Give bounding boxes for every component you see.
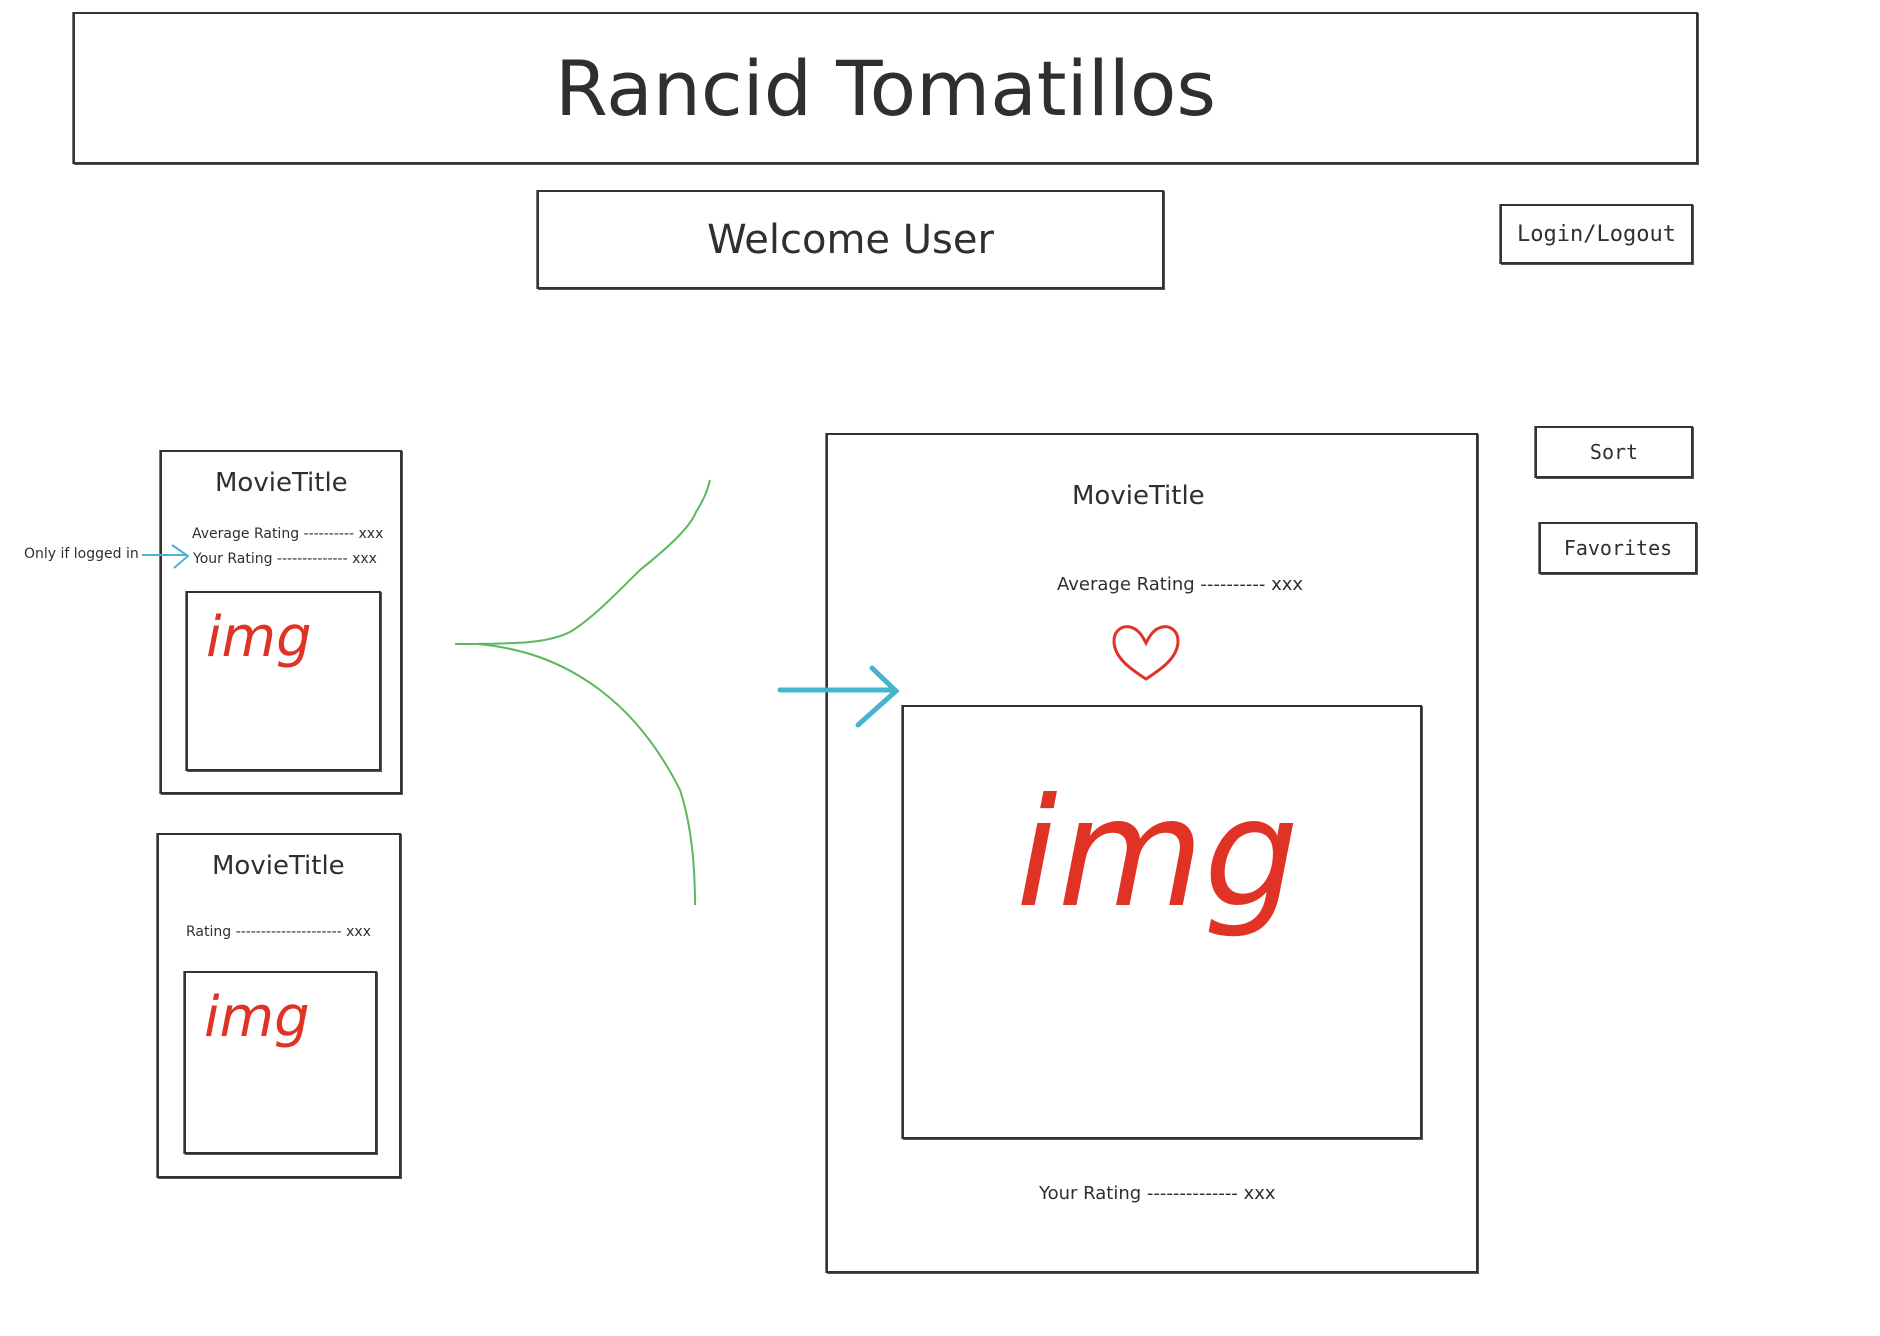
- poster-img-label: img: [204, 985, 310, 1050]
- favorites-button[interactable]: Favorites: [1539, 522, 1697, 574]
- movie-card-title: MovieTitle: [212, 851, 345, 881]
- detail-poster-placeholder: img: [902, 705, 1422, 1139]
- rating-line: Rating --------------------- xxx: [186, 924, 371, 940]
- movie-card-logged-out[interactable]: MovieTitle Rating --------------------- …: [157, 833, 401, 1178]
- poster-img-label: img: [206, 605, 312, 670]
- detail-img-label: img: [1016, 767, 1300, 941]
- detail-average-rating: Average Rating ---------- xxx: [1057, 574, 1304, 595]
- arrow-right-icon: [777, 665, 900, 728]
- detail-title: MovieTitle: [1072, 481, 1205, 511]
- logged-in-annotation: Only if logged in: [24, 546, 139, 562]
- sort-label: Sort: [1589, 440, 1639, 464]
- movie-poster-placeholder: img: [184, 971, 377, 1154]
- movie-poster-placeholder: img: [186, 591, 381, 771]
- sort-button[interactable]: Sort: [1535, 426, 1693, 478]
- movie-card-logged-in[interactable]: MovieTitle Average Rating ---------- xxx…: [160, 450, 402, 794]
- arrow-right-icon: [142, 544, 190, 569]
- welcome-text: Welcome User: [707, 216, 994, 263]
- detail-your-rating: Your Rating -------------- xxx: [1039, 1183, 1276, 1204]
- branch-line-lower: [477, 643, 696, 906]
- your-rating-line: Your Rating -------------- xxx: [193, 551, 377, 567]
- favorites-label: Favorites: [1563, 536, 1673, 560]
- app-title: Rancid Tomatillos: [73, 12, 1698, 164]
- average-rating-line: Average Rating ---------- xxx: [192, 526, 384, 542]
- welcome-banner: Welcome User: [537, 190, 1164, 289]
- app-title-text: Rancid Tomatillos: [554, 43, 1217, 133]
- login-logout-button[interactable]: Login/Logout: [1500, 204, 1693, 264]
- movie-card-title: MovieTitle: [215, 468, 348, 498]
- login-logout-label: Login/Logout: [1517, 221, 1676, 247]
- branch-line-upper: [454, 479, 711, 645]
- movie-detail-panel: MovieTitle Average Rating ---------- xxx…: [826, 433, 1478, 1273]
- heart-icon[interactable]: [1106, 621, 1186, 685]
